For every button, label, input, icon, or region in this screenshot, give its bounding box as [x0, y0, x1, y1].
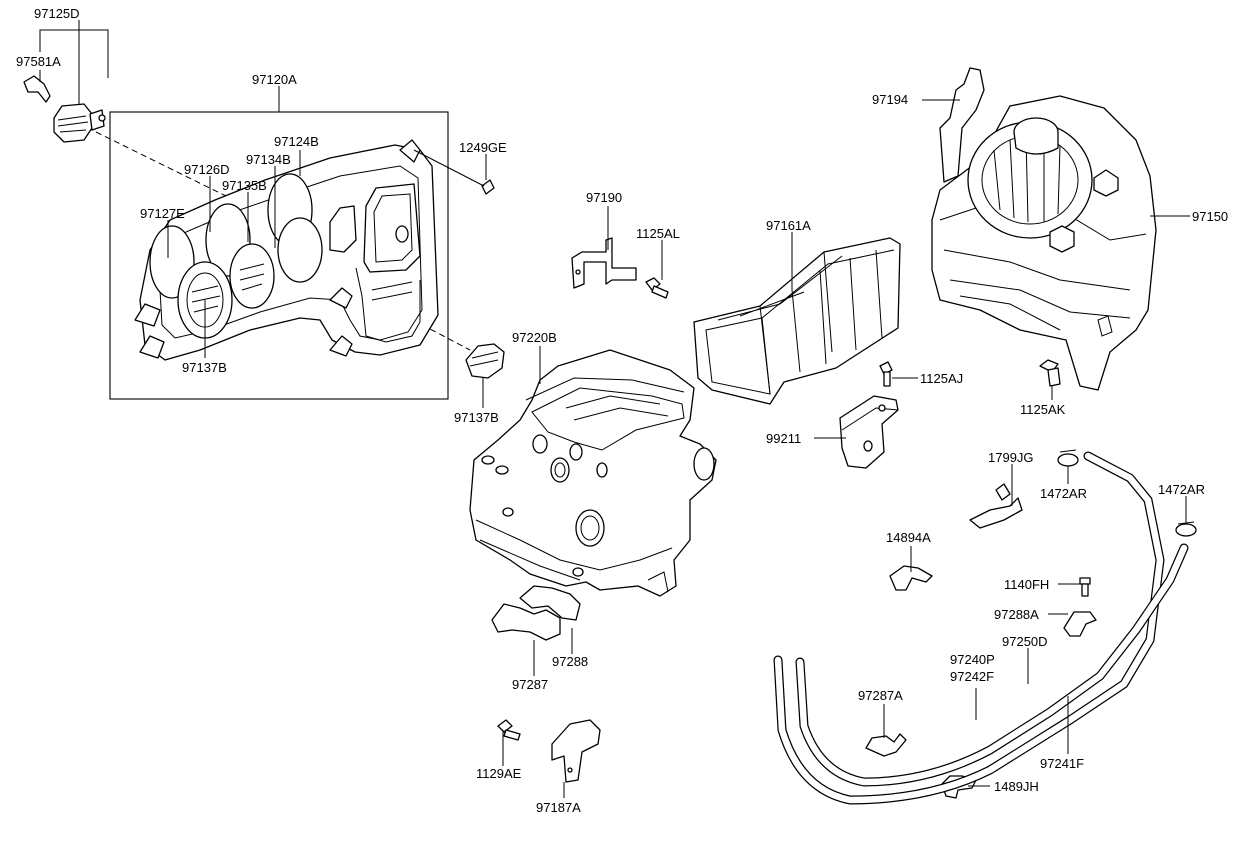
label-1489JH: 1489JH — [994, 779, 1039, 794]
control-panel-assembly — [23, 75, 505, 400]
label-97187A: 97187A — [536, 800, 581, 815]
label-14894A: 14894A — [886, 530, 931, 545]
label-97126D: 97126D — [184, 162, 230, 177]
label-1125AJ: 1125AJ — [920, 371, 963, 386]
knob-97137B — [465, 343, 505, 379]
label-97288: 97288 — [552, 654, 588, 669]
bracket-97187A — [551, 719, 601, 783]
grommet-97288 — [519, 585, 581, 621]
label-97124B: 97124B — [274, 134, 319, 149]
duct-97161A — [693, 237, 901, 405]
label-97150: 97150 — [1192, 209, 1228, 224]
label-1249GE: 1249GE — [459, 140, 507, 155]
clip-97581A — [23, 75, 51, 103]
bolt-1125AK — [1039, 359, 1061, 387]
knob-97125D — [53, 103, 106, 143]
label-97241F: 97241F — [1040, 756, 1084, 771]
label-1140FH: 1140FH — [1004, 577, 1049, 592]
label-97287A: 97287A — [858, 688, 903, 703]
label-97120A: 97120A — [252, 72, 297, 87]
label-1129AE: 1129AE — [476, 766, 522, 781]
label-97240P: 97240P — [950, 652, 995, 667]
clip-14894A — [889, 565, 933, 591]
label-1799JG: 1799JG — [988, 450, 1034, 465]
heater-case-97220B — [469, 349, 717, 597]
bolt-1125AL — [645, 277, 669, 299]
label-97250D: 97250D — [1002, 634, 1048, 649]
clip-97288A — [1063, 611, 1097, 637]
label-97127E: 97127E — [140, 206, 185, 221]
label-1125AL: 1125AL — [636, 226, 680, 241]
label-97125D: 97125D — [34, 6, 80, 21]
label-1472AR-a: 1472AR — [1040, 486, 1087, 501]
control-panel-body — [134, 139, 439, 361]
blower-unit-97150 — [931, 67, 1157, 391]
bracket-97190 — [571, 237, 637, 289]
label-1472AR-b: 1472AR — [1158, 482, 1205, 497]
part-labels: 97125D 97581A 97120A 97124B 97126D 97134… — [16, 6, 1228, 815]
screw-1249GE — [413, 149, 495, 195]
label-97137B-inner: 97137B — [182, 360, 227, 375]
label-97288A: 97288A — [994, 607, 1039, 622]
label-97135B: 97135B — [222, 178, 267, 193]
grommet-97287 — [491, 603, 561, 641]
label-97194: 97194 — [872, 92, 908, 107]
tie-1799JG — [969, 483, 1023, 529]
label-97134B: 97134B — [246, 152, 291, 167]
bolt-1125AJ — [879, 361, 893, 387]
label-97220B: 97220B — [512, 330, 557, 345]
clamp-1472AR-a — [1057, 449, 1079, 467]
label-97287: 97287 — [512, 677, 548, 692]
label-97161A: 97161A — [766, 218, 811, 233]
bolt-1140FH — [1079, 577, 1091, 597]
clip-97287A — [865, 733, 907, 757]
hoses — [773, 451, 1189, 805]
label-97190: 97190 — [586, 190, 622, 205]
label-97242F: 97242F — [950, 669, 994, 684]
bracket-97194 — [939, 67, 985, 183]
label-1125AK: 1125AK — [1020, 402, 1066, 417]
bolt-1129AE — [497, 719, 521, 741]
label-99211: 99211 — [766, 431, 801, 446]
bracket-99211 — [839, 395, 899, 469]
clamp-1472AR-b — [1175, 521, 1197, 537]
leader-lines — [39, 20, 1190, 798]
label-97137B-outer: 97137B — [454, 410, 499, 425]
label-97581A: 97581A — [16, 54, 61, 69]
